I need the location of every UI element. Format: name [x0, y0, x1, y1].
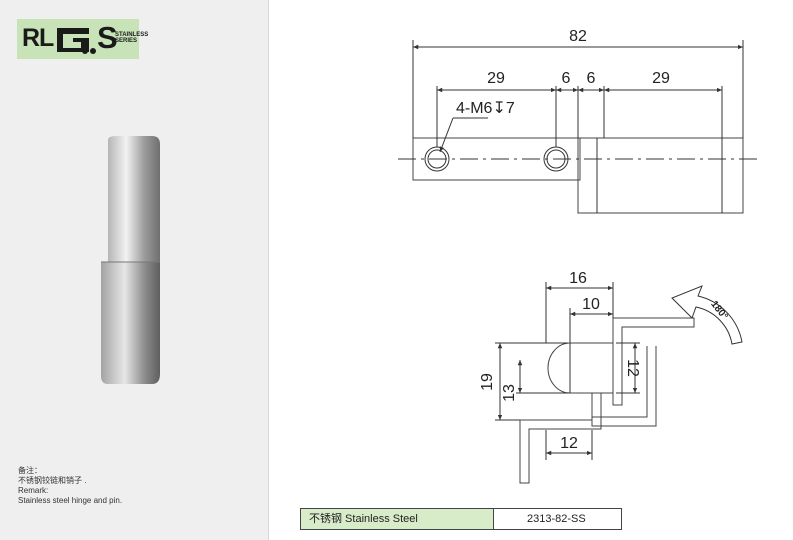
dim-height-mid: 13 [501, 384, 518, 402]
dim-bottom: 12 [560, 435, 578, 452]
spec-table: 不锈钢 Stainless Steel 2313-82-SS [300, 508, 622, 530]
side-view: 16 10 19 13 12 12 180° [479, 270, 743, 484]
remark-en-text: Stainless steel hinge and pin. [18, 496, 123, 505]
part-number-cell: 2313-82-SS [527, 513, 586, 525]
remark-en-heading: Remark: [18, 486, 49, 495]
material-cell: 不锈钢 Stainless Steel [301, 509, 494, 529]
hinge-product-image [101, 136, 160, 384]
brand-logo: RL S STAINLESS SERIES [17, 19, 148, 59]
panel-divider [268, 0, 269, 540]
logo-s-text: S [97, 20, 118, 55]
hole-callout: 4-M6↧7 [456, 100, 515, 117]
dim-width-inner: 10 [582, 296, 600, 313]
rotation-arrow-icon [671, 285, 743, 345]
remark-cn-text: 不锈钢铰链和销子 . [18, 476, 87, 485]
dim-right-span: 29 [652, 70, 670, 87]
remark-cn-heading: 备注： [18, 466, 42, 475]
dim-height-right: 12 [624, 359, 641, 377]
logo-g-icon [57, 28, 96, 54]
logo-series-text: STAINLESS SERIES [115, 32, 149, 44]
dim-height-total: 19 [479, 373, 496, 391]
dim-overall: 82 [569, 28, 587, 45]
logo-rl-text: RL [22, 24, 54, 52]
dim-gap-a: 6 [562, 70, 571, 87]
dim-width-outer: 16 [569, 270, 587, 287]
remark-block: 备注： 不锈钢铰链和销子 . Remark: Stainless steel h… [18, 466, 122, 506]
dim-gap-b: 6 [587, 70, 596, 87]
top-view: 82 29 6 6 29 4-M6↧7 [398, 28, 762, 214]
dim-left-span: 29 [487, 70, 505, 87]
